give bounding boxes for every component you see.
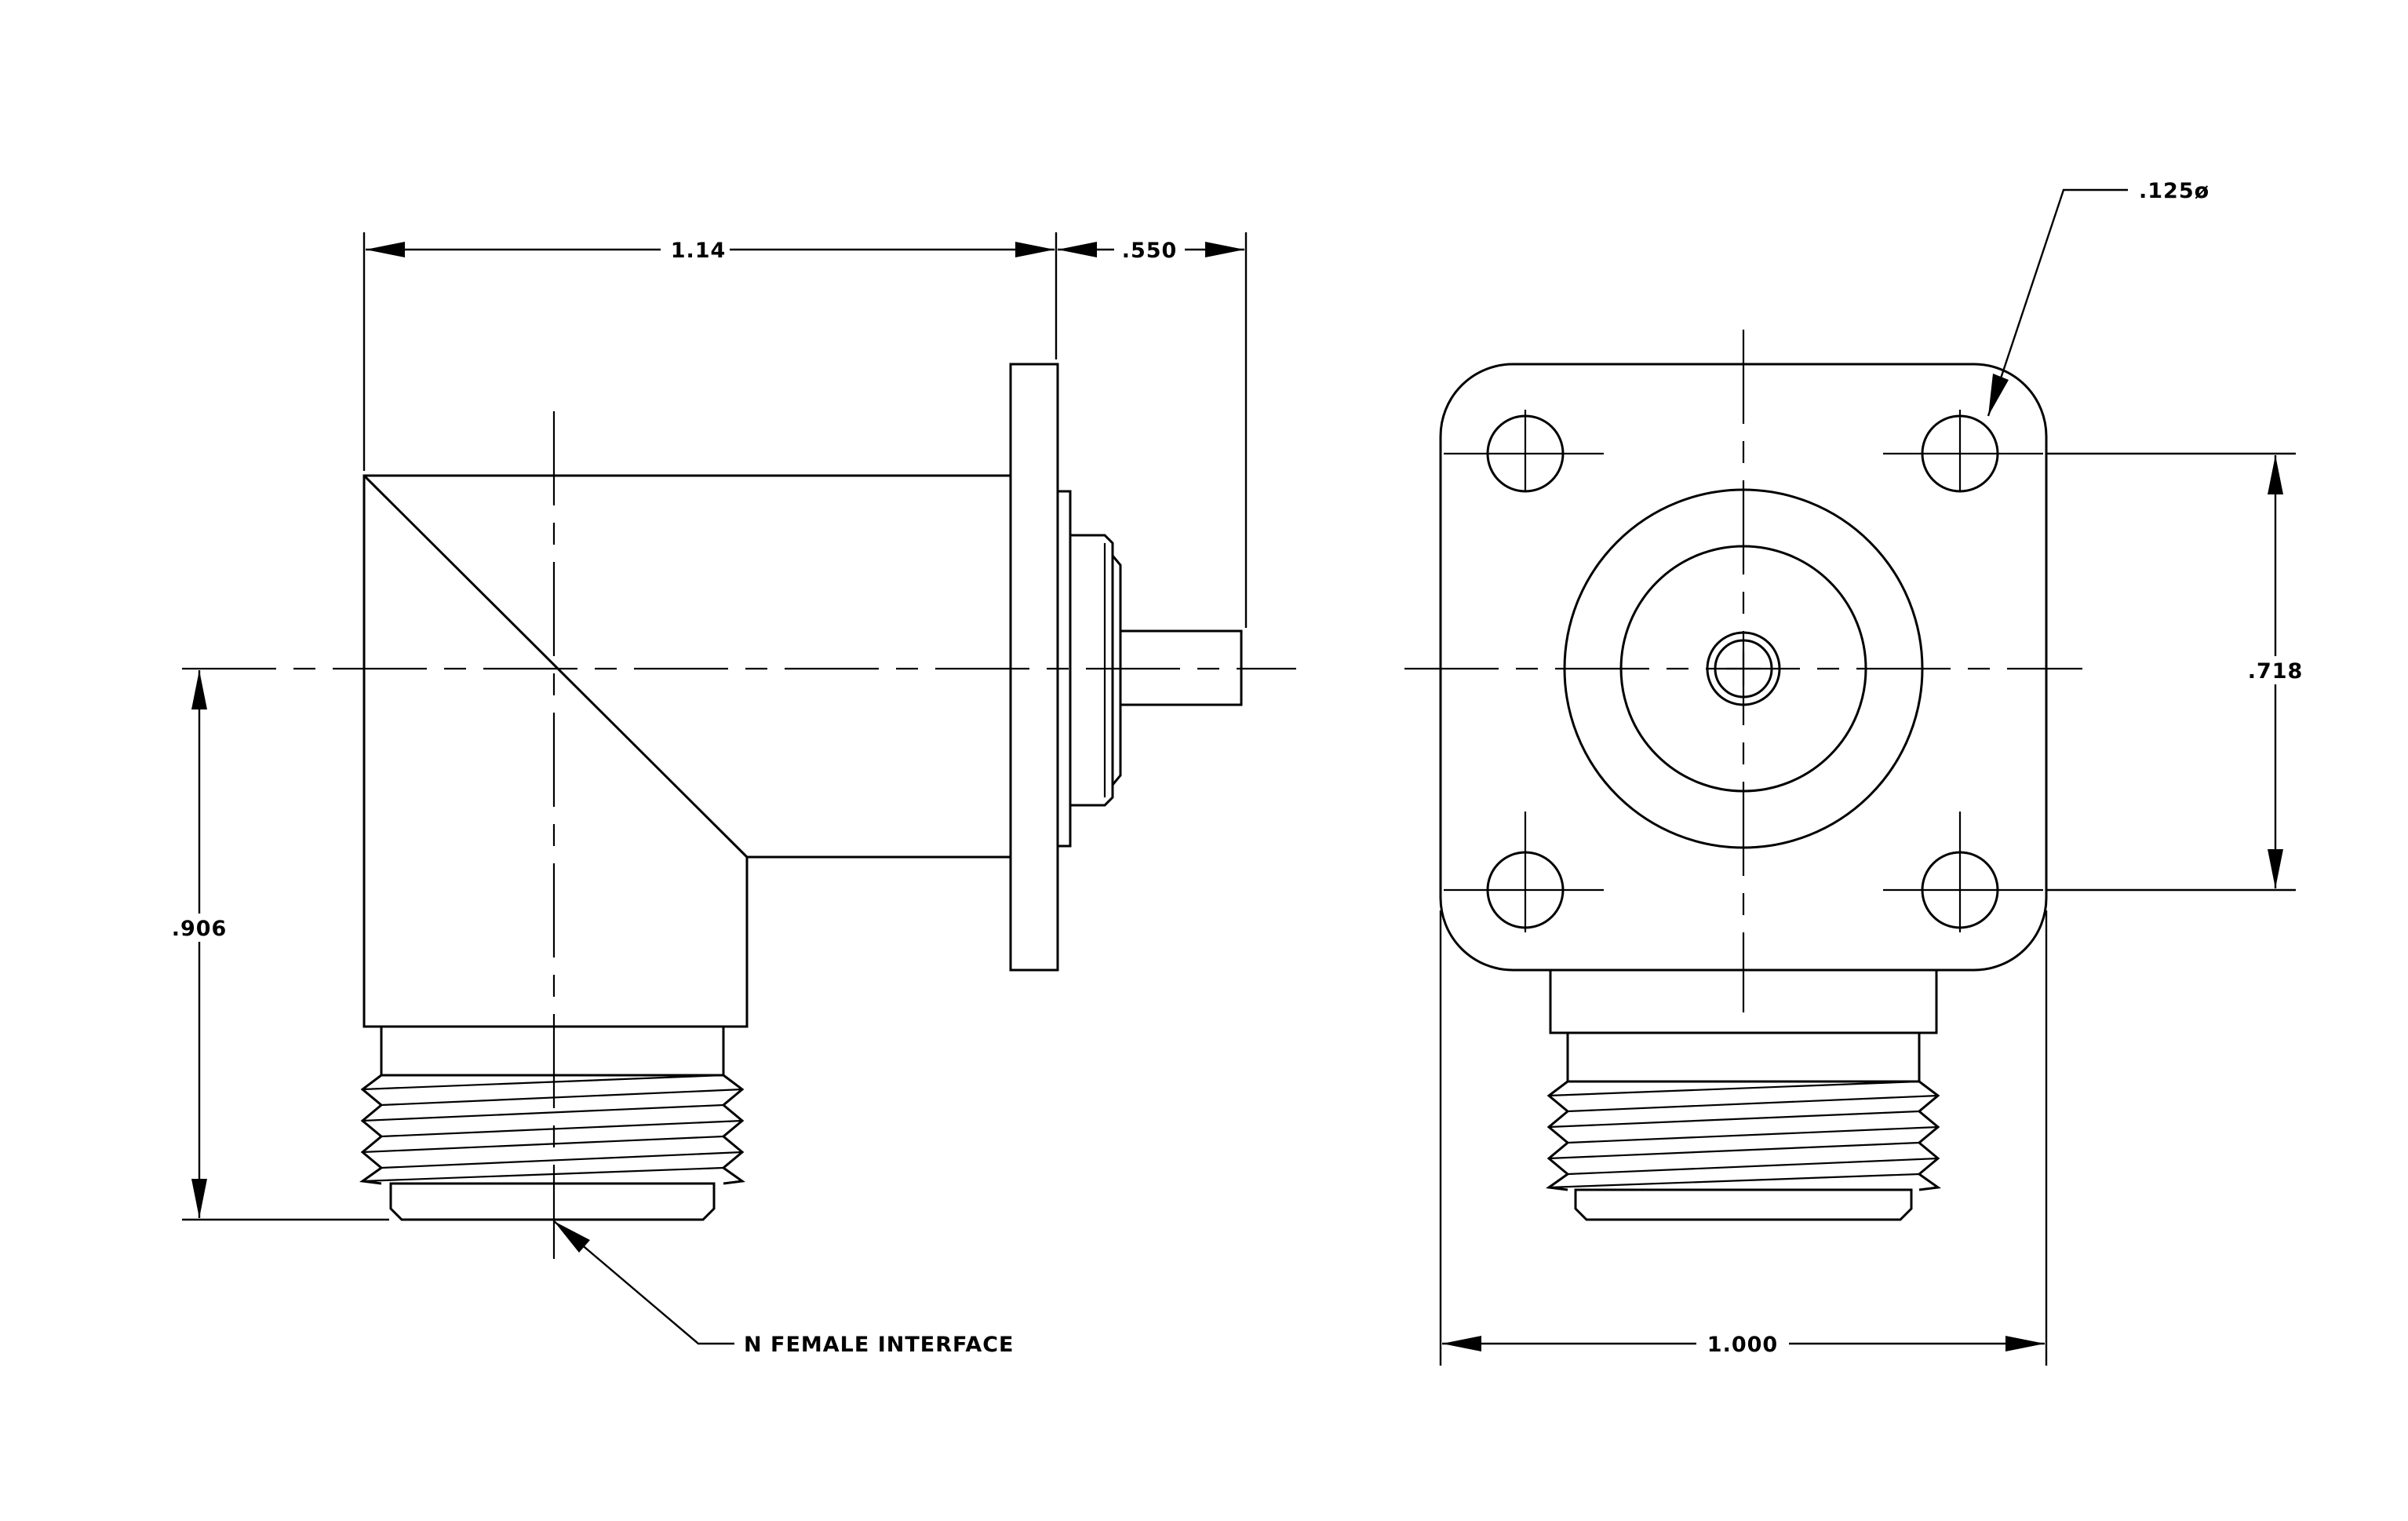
dim-height: .906: [172, 917, 228, 941]
interface-callout: N FEMALE INTERFACE: [744, 1333, 1015, 1357]
dim-hole-spacing: .718: [2248, 659, 2304, 684]
elbow-miter-line: [362, 474, 749, 859]
interface-leader: [553, 1220, 734, 1345]
side-thread-left: [359, 1074, 384, 1185]
front-coupling-lip: [1574, 1188, 1913, 1221]
side-flange-plate: [1009, 363, 1059, 972]
dim-pin-length: .550: [1122, 239, 1178, 263]
dim-flange-width: 1.000: [1707, 1333, 1778, 1357]
side-insulator: [1069, 534, 1114, 807]
elbow-body: [362, 474, 1012, 1028]
side-coupling-lip: [389, 1182, 716, 1221]
dim-overall-length: 1.14: [671, 239, 727, 263]
side-view: [182, 363, 1296, 1271]
side-thread-right: [721, 1074, 746, 1185]
front-view: [1404, 330, 2082, 1221]
front-coupling-neck: [1566, 1031, 1921, 1083]
front-thread-left: [1545, 1080, 1570, 1191]
front-thread-helix: [1548, 1080, 1939, 1189]
side-coupling-neck: [380, 1025, 725, 1077]
dim-hole-diameter: .125ø: [2139, 179, 2209, 203]
side-dimensions: 1.14 .550 .906 N FEMALE INTERFACE: [165, 232, 1248, 1357]
hole-crosshairs: [1444, 410, 2043, 932]
front-dimensions: .718 1.000 .125ø: [1439, 179, 2311, 1366]
front-thread-right: [1917, 1080, 1942, 1191]
side-thread-helix: [362, 1074, 743, 1183]
hole-diameter-leader: [1987, 188, 2128, 417]
